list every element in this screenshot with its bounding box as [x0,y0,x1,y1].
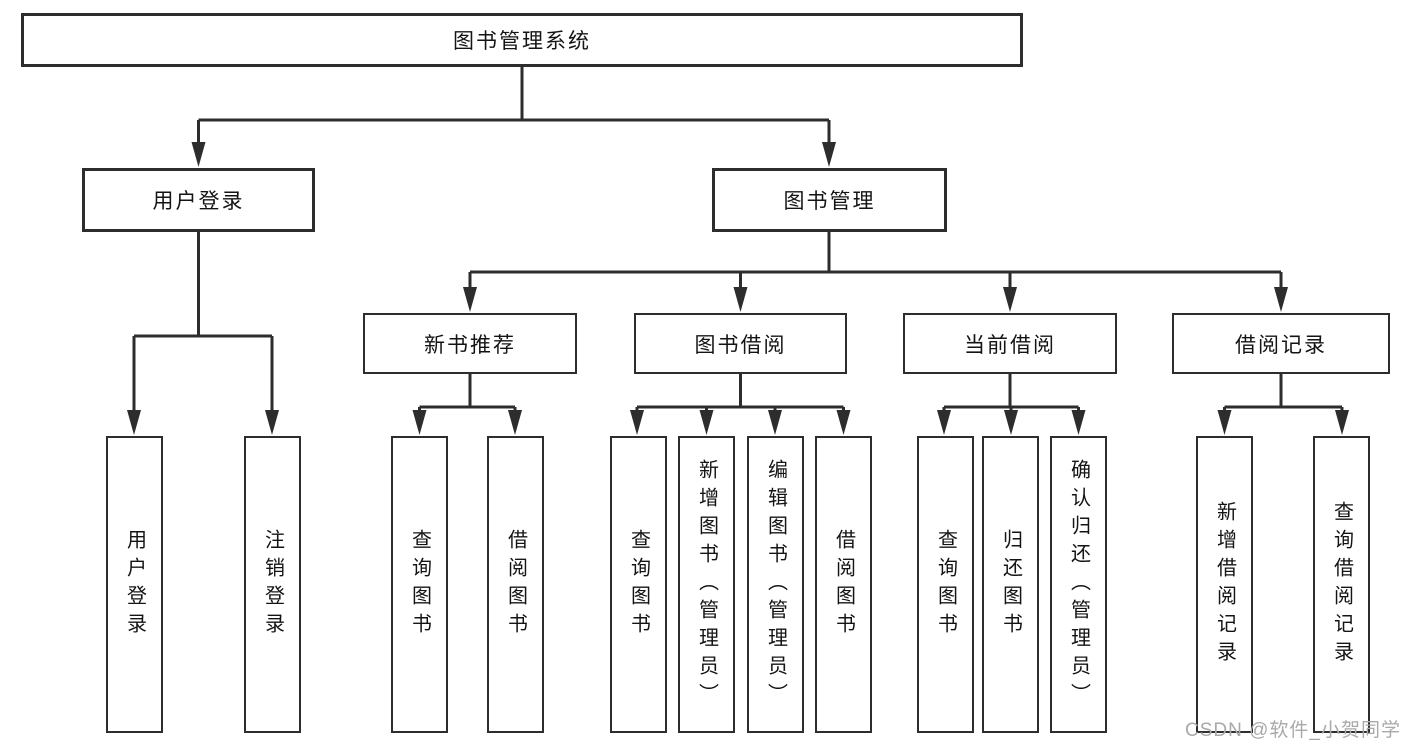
arrowhead-query-books-1 [412,410,427,435]
node-query-books-1: 查询图书 [391,436,448,733]
node-edit-book-admin: 编辑图书（管理员） [747,436,804,733]
connector-current-borrow-to-leaves [937,374,1086,435]
node-add-borrow-record: 新增借阅记录 [1196,436,1253,733]
arrowhead-return-books [1004,410,1018,435]
connector-book-management-to-level3 [463,232,1288,312]
node-add-book-admin-label: 新增图书（管理员） [695,458,718,711]
node-query-borrow-record: 查询借阅记录 [1313,436,1370,733]
arrowhead-query-borrow-record [1335,410,1349,435]
node-query-books-2-label: 查询图书 [627,528,650,641]
connector-root-to-level2 [191,67,836,167]
node-user-login: 用户登录 [82,168,315,232]
node-query-books-1-label: 查询图书 [408,528,431,641]
arrowhead-user-login [191,142,206,167]
csdn-watermark: CSDN @软件_小贺同学 [1185,720,1401,741]
connector-user-login-to-leaves [127,232,279,435]
node-edit-book-admin-label: 编辑图书（管理员） [764,458,787,711]
node-add-borrow-record-label: 新增借阅记录 [1213,500,1236,669]
node-book-borrow: 图书借阅 [634,313,847,374]
node-borrow-books-2: 借阅图书 [815,436,872,733]
arrowhead-add-book [699,410,714,435]
arrowhead-borrow-records [1274,287,1288,312]
arrowhead-borrow-books-2 [836,410,851,435]
arrowhead-current-borrow [1003,287,1017,312]
node-logout-leaf-label: 注销登录 [261,528,284,641]
connector-new-book-to-leaves [412,374,522,435]
arrowhead-add-borrow-record [1217,410,1232,435]
node-borrow-books-1: 借阅图书 [487,436,544,733]
arrowhead-book-management [822,142,836,167]
arrowhead-borrow-books-1 [508,410,522,435]
arrowhead-query-books-3 [937,410,951,435]
node-borrow-books-2-label: 借阅图书 [832,528,855,641]
node-user-login-leaf-label: 用户登录 [123,528,146,641]
arrowhead-user-login-leaf [127,410,141,435]
node-current-borrow: 当前借阅 [903,313,1117,374]
node-return-books-label: 归还图书 [999,528,1022,641]
node-borrow-records: 借阅记录 [1172,313,1390,374]
connector-borrow-records-to-leaves [1217,374,1349,435]
arrowhead-logout-leaf [265,410,279,435]
node-return-books: 归还图书 [982,436,1039,733]
arrowhead-edit-book [768,410,782,435]
node-confirm-return-admin-label: 确认归还（管理员） [1067,458,1090,711]
node-user-login-leaf: 用户登录 [106,436,163,733]
arrowhead-new-book-recommend [463,287,477,312]
connector-book-borrow-to-leaves [630,374,851,435]
node-confirm-return-admin: 确认归还（管理员） [1050,436,1107,733]
arrowhead-book-borrow [733,287,748,312]
node-query-books-2: 查询图书 [610,436,667,733]
node-logout-leaf: 注销登录 [244,436,301,733]
node-query-borrow-record-label: 查询借阅记录 [1330,500,1353,669]
node-book-management: 图书管理 [712,168,947,232]
node-query-books-3: 查询图书 [917,436,974,733]
node-new-book-recommend: 新书推荐 [363,313,577,374]
arrowhead-query-books-2 [630,410,644,435]
node-add-book-admin: 新增图书（管理员） [678,436,735,733]
arrowhead-confirm-return [1071,410,1086,435]
node-query-books-3-label: 查询图书 [934,528,957,641]
node-borrow-books-1-label: 借阅图书 [504,528,527,641]
node-root: 图书管理系统 [21,13,1023,67]
